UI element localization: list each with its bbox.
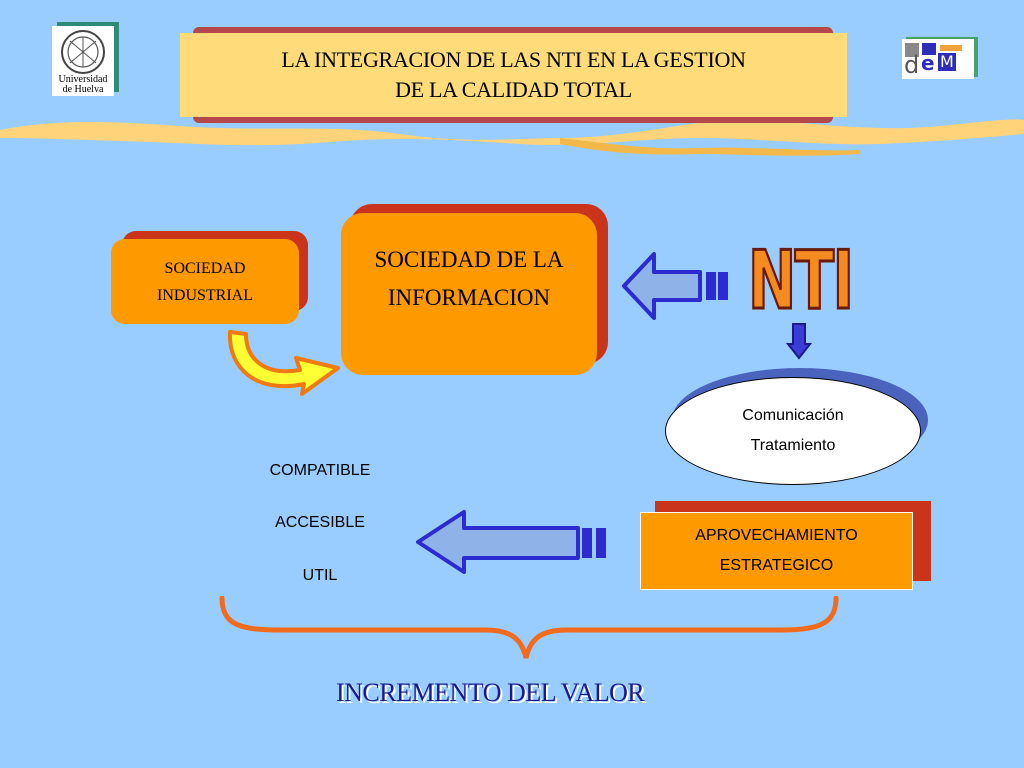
- logo-letter-m: M: [938, 52, 956, 71]
- logo-letter-d: d: [904, 51, 920, 79]
- arrow-left-icon: [622, 252, 728, 320]
- nti-label: NTI: [747, 234, 855, 327]
- sociedad-informacion-line-1: SOCIEDAD DE LA: [374, 247, 564, 272]
- comunicacion-ellipse: Comunicación Tratamiento: [665, 377, 921, 485]
- logo-grey-square: [905, 43, 919, 57]
- dem-logo: d e M: [902, 39, 974, 79]
- logo-orange-bar: [940, 45, 962, 51]
- arrow-down-icon: [786, 323, 812, 360]
- slide-title: LA INTEGRACION DE LAS NTI EN LA GESTION …: [180, 33, 847, 117]
- sociedad-industrial-box: SOCIEDAD INDUSTRIAL: [111, 239, 299, 324]
- university-seal-icon: [61, 30, 105, 74]
- logo-blue-square: [922, 43, 936, 55]
- ellipse-line-2: Tratamiento: [750, 437, 836, 454]
- title-line-1: LA INTEGRACION DE LAS NTI EN LA GESTION: [281, 47, 746, 72]
- logo-letter-e: e: [921, 51, 935, 75]
- ellipse-line-1: Comunicación: [742, 407, 844, 424]
- universidad-huelva-logo: Universidad de Huelva: [52, 26, 114, 96]
- sociedad-industrial-line-1: SOCIEDAD: [164, 259, 246, 277]
- wave-band: [0, 119, 1024, 156]
- sociedad-informacion-line-2: INFORMACION: [387, 285, 551, 310]
- curly-brace: [219, 596, 839, 659]
- sociedad-informacion-box: SOCIEDAD DE LA INFORMACION: [341, 213, 597, 375]
- aprovechamiento-line-2: ESTRATEGICO: [719, 557, 834, 574]
- quality-util: UTIL: [302, 567, 338, 584]
- aprovechamiento-line-1: APROVECHAMIENTO: [695, 527, 858, 544]
- aprovechamiento-box: APROVECHAMIENTO ESTRATEGICO: [640, 512, 913, 590]
- sociedad-industrial-line-2: INDUSTRIAL: [157, 286, 253, 304]
- quality-compatible: COMPATIBLE: [269, 462, 371, 479]
- arrow-left-large-icon: [416, 510, 606, 574]
- logo-text-1: Universidad: [58, 74, 108, 85]
- incremento-valor-label: INCREMENTO DEL VALOR: [336, 678, 645, 707]
- title-line-2: DE LA CALIDAD TOTAL: [395, 77, 632, 102]
- quality-accesible: ACCESIBLE: [275, 514, 365, 531]
- curved-arrow-icon: [227, 330, 340, 396]
- logo-text-2: de Huelva: [62, 84, 104, 95]
